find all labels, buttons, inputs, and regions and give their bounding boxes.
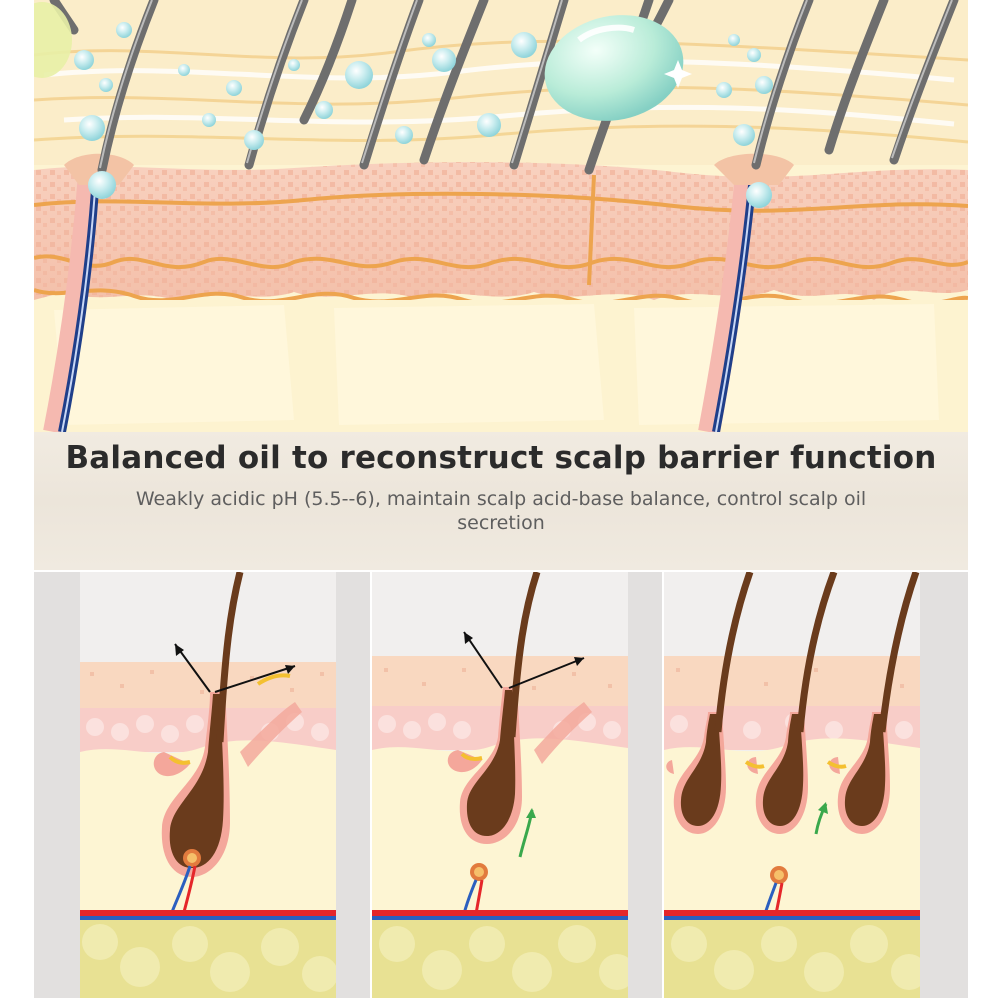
foam-bubbles xyxy=(74,22,773,208)
dermis-split xyxy=(587,174,596,286)
caption-subtitle: Weakly acidic pH (5.5--6), maintain scal… xyxy=(135,488,867,534)
caption-band xyxy=(34,432,968,570)
stage-3-panel xyxy=(664,572,920,998)
healthy-follicle-3 xyxy=(837,572,920,834)
stage-2-panel xyxy=(372,572,628,998)
healthy-follicle-2 xyxy=(755,572,838,834)
caption-title: Balanced oil to reconstruct scalp barrie… xyxy=(65,440,937,476)
oil-droplet-large xyxy=(544,15,684,121)
healthy-follicle-1 xyxy=(673,572,754,834)
scalp-cross-section-illustration xyxy=(34,0,968,432)
oil-droplet-small xyxy=(34,2,72,78)
stage-1-panel xyxy=(80,572,336,998)
follicle-right xyxy=(698,153,794,432)
follicle-left xyxy=(43,153,134,432)
